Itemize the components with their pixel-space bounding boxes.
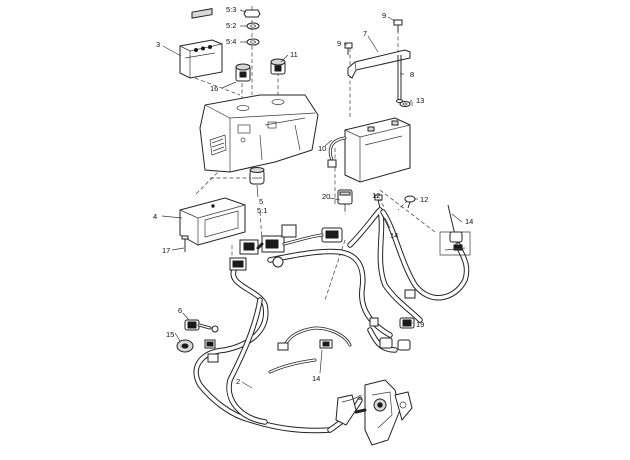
label-8: 8	[410, 70, 414, 79]
rod-8	[396, 55, 403, 103]
label-5: 5	[259, 197, 263, 206]
label-5-1: 5:1	[257, 206, 267, 215]
label-12-left: 12	[372, 191, 380, 200]
leader-lines	[161, 9, 463, 401]
connectors-19	[369, 289, 416, 351]
label-7: 7	[363, 29, 367, 38]
left-branch-connectors	[204, 339, 219, 363]
control-box-icon	[179, 197, 246, 246]
label-14-bottom: 14	[312, 374, 320, 383]
label-11: 11	[290, 50, 298, 59]
label-10: 10	[318, 144, 326, 153]
washer-5-4	[246, 38, 260, 46]
cap-5-3	[243, 6, 261, 18]
bolt-12-a	[374, 194, 383, 209]
label-12-right: 12	[420, 195, 428, 204]
bracket-7	[347, 49, 411, 79]
battery-icon	[344, 117, 411, 183]
label-4: 4	[153, 212, 157, 221]
sensor-15	[176, 339, 194, 353]
switch-11	[270, 58, 286, 75]
label-5-2: 5:2	[226, 21, 236, 30]
battery-cable-10	[327, 136, 347, 168]
label-9-left: 9	[337, 39, 341, 48]
label-20: 20	[322, 192, 330, 201]
nut-13	[399, 101, 411, 107]
bolt-9-b	[344, 42, 353, 55]
switch-assembly-14	[439, 204, 471, 256]
switch-16	[235, 63, 251, 82]
label-17: 17	[162, 246, 170, 255]
label-3: 3	[156, 40, 160, 49]
label-9-top: 9	[382, 11, 386, 20]
label-2: 2	[236, 377, 240, 386]
label-6-left: 6	[178, 306, 182, 315]
bolt-9-a	[393, 19, 403, 32]
secondary-harness-14	[268, 326, 352, 374]
console-housing	[199, 94, 319, 173]
display-module-icon	[179, 8, 223, 79]
label-15: 15	[166, 330, 174, 339]
screw-17	[181, 235, 189, 252]
bolt-12-b	[404, 195, 416, 209]
harness-connector-cluster	[229, 224, 343, 271]
relay-icon	[337, 189, 353, 210]
label-19: 19	[416, 320, 424, 329]
label-6-bottom: 6	[358, 393, 362, 402]
label-13: 13	[416, 96, 424, 105]
label-14-middle: 14	[390, 231, 398, 240]
callout-labels: 5:3 5:2 5:4 9 9 7 8 3 11 16 13 10 5 5:1 …	[153, 5, 473, 402]
label-16: 16	[210, 84, 218, 93]
nut-5-2	[246, 22, 260, 30]
label-5-3: 5:3	[226, 5, 236, 14]
label-5-4: 5:4	[226, 37, 236, 46]
main-wiring-harness	[193, 207, 470, 434]
plug-5	[249, 167, 265, 185]
connector-6-upper	[184, 319, 219, 333]
seat-switch-assembly-6	[335, 379, 413, 446]
label-14-right: 14	[465, 217, 473, 226]
